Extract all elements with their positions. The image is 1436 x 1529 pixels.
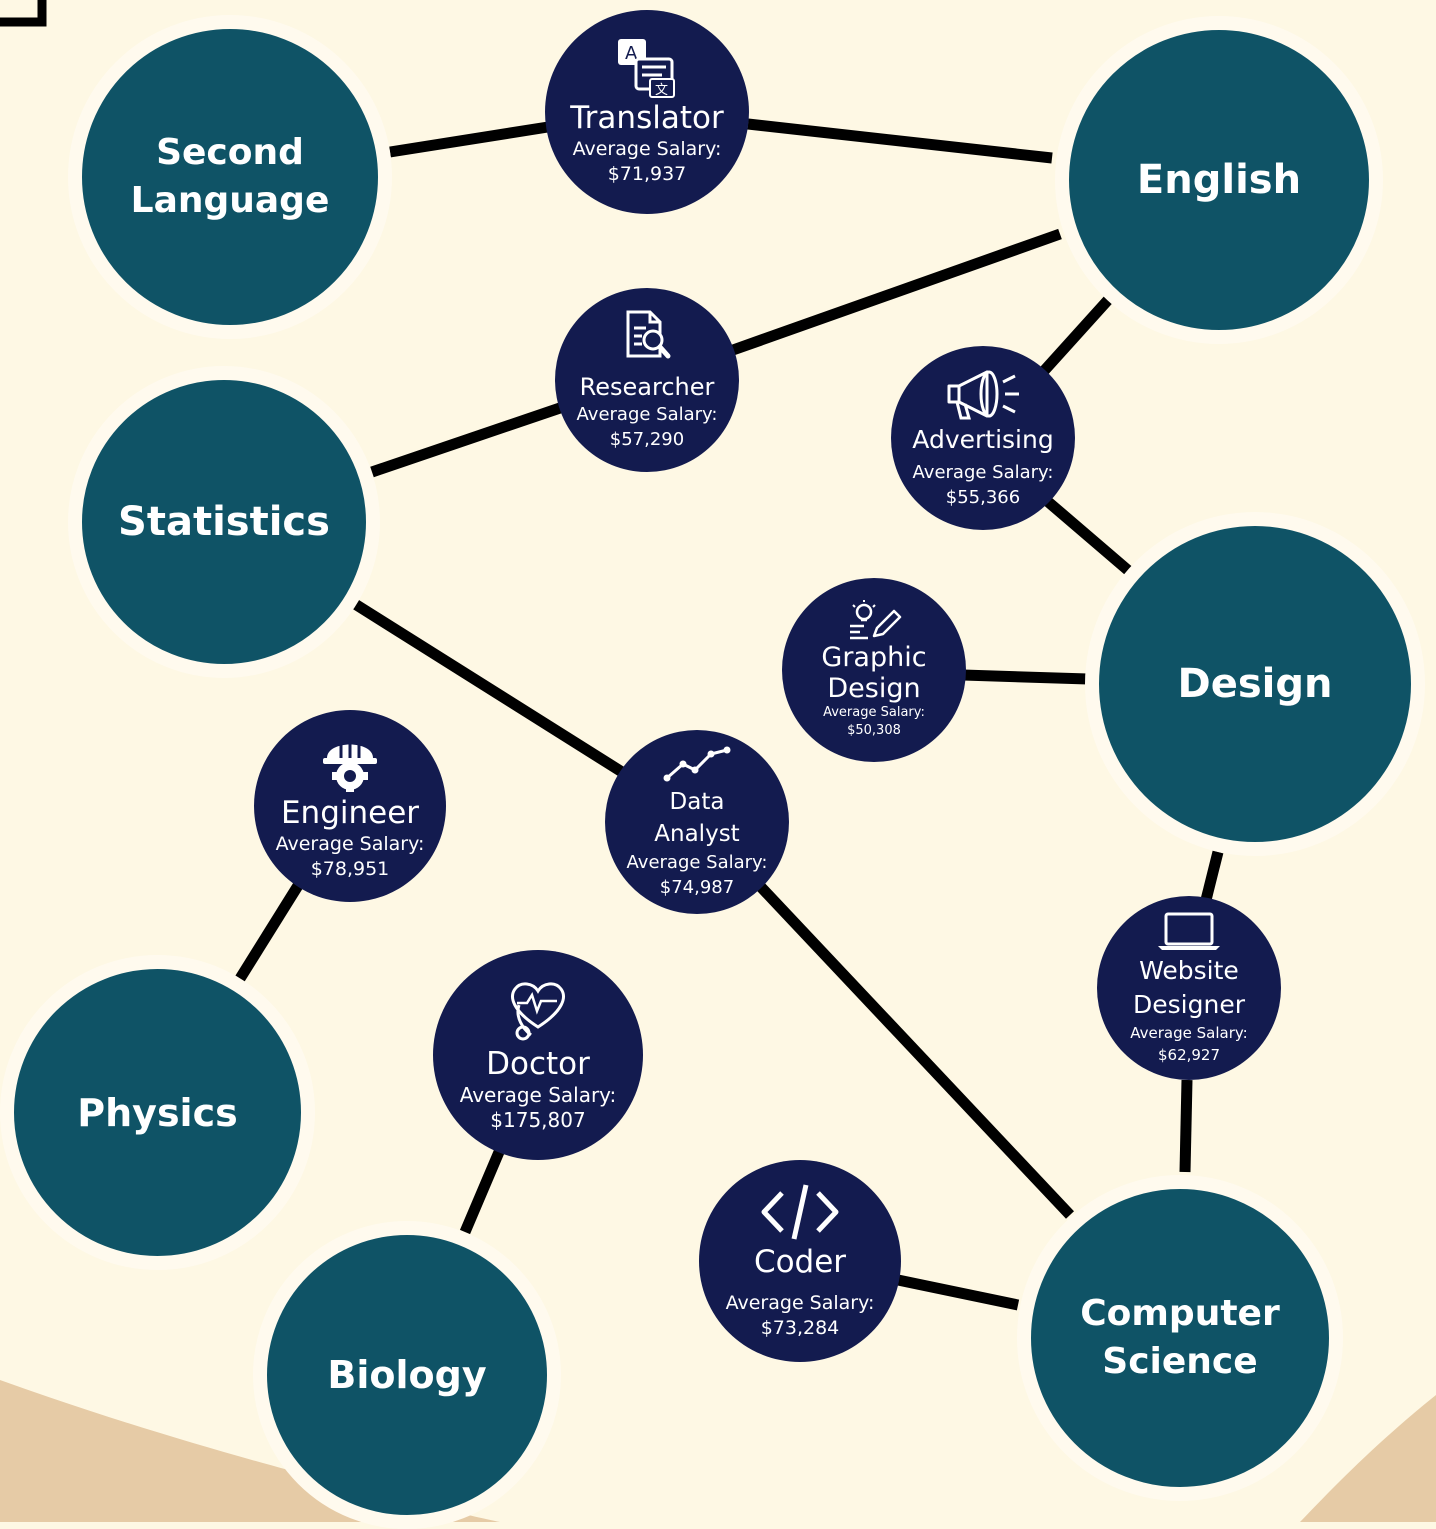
career-graphic-design: Graphic Design Average Salary: $50,308: [782, 578, 966, 762]
subject-physics: Physics: [0, 955, 315, 1270]
career-engineer: Engineer Average Salary: $78,951: [254, 710, 446, 902]
edge-design-website-designer: [1200, 850, 1224, 902]
subject-biology: Biology: [253, 1221, 561, 1529]
edge-website-designer-computer-science: [1179, 1079, 1193, 1173]
salary-label: Average Salary:: [572, 137, 722, 160]
career-title: Website: [1139, 956, 1239, 985]
salary-label: Average Salary:: [912, 462, 1054, 484]
subject-label: Statistics: [118, 499, 330, 545]
salary-label: Average Salary:: [823, 705, 925, 721]
salary-value: $50,308: [847, 723, 901, 739]
subject-label: Physics: [77, 1090, 238, 1135]
subject-label: Computer: [1080, 1293, 1280, 1334]
career-researcher: Researcher Average Salary: $57,290: [555, 288, 739, 472]
svg-text:文: 文: [655, 83, 668, 98]
career-advertising: Advertising Average Salary: $55,366: [891, 346, 1075, 530]
salary-value: $74,987: [659, 877, 735, 898]
subject-label: English: [1136, 157, 1302, 203]
career-doctor: Doctor Average Salary: $175,807: [433, 950, 643, 1160]
salary-value: $73,284: [760, 1316, 840, 1339]
corner-bracket: [0, 0, 47, 27]
svg-text:A: A: [625, 43, 638, 64]
subject-label: Science: [1102, 1341, 1258, 1382]
salary-value: $57,290: [609, 428, 685, 450]
megaphone-icon: [947, 370, 1019, 420]
subject-statistics: Statistics: [68, 366, 380, 678]
subject-label: Biology: [327, 1353, 487, 1397]
subject-label: Second: [156, 132, 304, 173]
code-brackets-icon: [761, 1184, 839, 1240]
bottom-band: [0, 1380, 500, 1522]
hardhat-gear-icon: [323, 740, 377, 793]
career-title: Designer: [1133, 990, 1245, 1019]
edge-graphic-design-design: [962, 669, 1089, 685]
edge-doctor-biology: [459, 1149, 505, 1235]
edge-english-researcher: [731, 228, 1062, 356]
career-data-analyst: Data Analyst Average Salary: $74,987: [605, 730, 789, 914]
salary-label: Average Salary:: [576, 403, 718, 425]
edge-engineer-physics: [231, 881, 304, 988]
laptop-icon: [1158, 912, 1220, 950]
connectors: [231, 118, 1224, 1311]
salary-label: Average Salary:: [626, 852, 768, 873]
salary-label: Average Salary:: [275, 832, 425, 855]
edge-researcher-statistics: [370, 402, 562, 478]
career-title: Graphic: [821, 641, 927, 673]
subject-english: English: [1055, 16, 1383, 344]
salary-value: $71,937: [607, 162, 687, 185]
edge-data-analyst-computer-science: [755, 882, 1075, 1219]
salary-value: $78,951: [310, 857, 390, 880]
career-title: Data: [669, 789, 725, 815]
career-translator: A 文 Translator Average Salary: $71,937: [545, 10, 749, 214]
translate-icon: A 文: [618, 39, 675, 99]
edge-english-advertising: [1038, 296, 1113, 376]
subject-label: Design: [1177, 661, 1333, 707]
edge-coder-computer-science: [896, 1274, 1020, 1311]
edge-advertising-design: [1042, 495, 1134, 577]
career-title: Analyst: [654, 821, 740, 847]
edge-statistics-data-analyst: [352, 599, 625, 777]
career-title: Coder: [753, 1244, 847, 1281]
subject-design: Design: [1085, 512, 1425, 856]
lightbulb-pencil-icon: [850, 599, 902, 640]
career-title: Design: [827, 673, 921, 704]
line-chart-icon: [663, 746, 731, 782]
salary-label: Average Salary:: [459, 1082, 617, 1107]
salary-label: Average Salary:: [1130, 1024, 1248, 1042]
document-search-icon: [626, 310, 671, 359]
bottom-band-right: [1300, 1395, 1436, 1522]
salary-value: $55,366: [945, 487, 1021, 509]
salary-label: Average Salary:: [725, 1291, 875, 1314]
career-coder: Coder Average Salary: $73,284: [699, 1160, 901, 1362]
edge-second-language-translator: [389, 121, 549, 158]
career-title: Engineer: [280, 795, 420, 832]
career-title: Researcher: [579, 373, 715, 402]
edge-translator-english: [747, 118, 1053, 164]
career-title: Doctor: [486, 1046, 590, 1083]
career-title: Advertising: [912, 424, 1054, 454]
stethoscope-heart-icon: [511, 982, 565, 1041]
career-title: Translator: [570, 100, 724, 137]
subject-label: Language: [130, 180, 330, 221]
salary-value: $62,927: [1157, 1046, 1221, 1064]
career-website-designer: Website Designer Average Salary: $62,927: [1097, 896, 1281, 1080]
salary-value: $175,807: [490, 1107, 586, 1132]
